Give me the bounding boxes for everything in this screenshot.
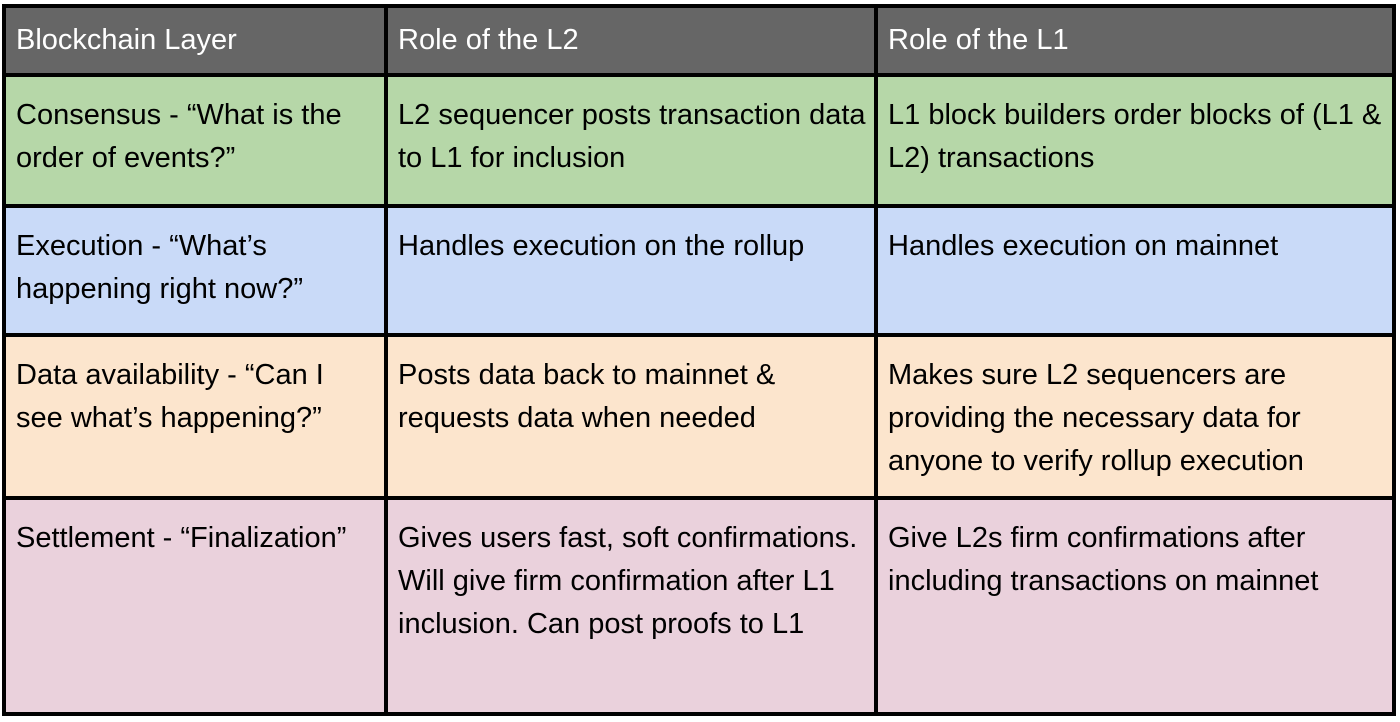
settlement-l2-role-cell: Gives users fast, soft confirmations. Wi… [384, 496, 878, 716]
execution-layer-cell: Execution - “What’s happening right now?… [2, 204, 388, 337]
blockchain-layers-table-container: Blockchain Layer Role of the L2 Role of … [2, 4, 1396, 716]
table-row-settlement: Settlement - “Finalization” Gives users … [2, 496, 1396, 716]
blockchain-layers-table: Blockchain Layer Role of the L2 Role of … [2, 4, 1396, 716]
execution-l2-role-cell: Handles execution on the rollup [384, 204, 878, 337]
consensus-l1-role-cell: L1 block builders order blocks of (L1 & … [874, 73, 1396, 208]
data-availability-layer-cell: Data availability - “Can I see what’s ha… [2, 333, 388, 500]
consensus-layer-cell: Consensus - “What is the order of events… [2, 73, 388, 208]
table-row-consensus: Consensus - “What is the order of events… [2, 73, 1396, 208]
data-availability-l1-role-cell: Makes sure L2 sequencers are providing t… [874, 333, 1396, 500]
table-header-row: Blockchain Layer Role of the L2 Role of … [2, 4, 1396, 77]
table-row-data-availability: Data availability - “Can I see what’s ha… [2, 333, 1396, 500]
table-row-execution: Execution - “What’s happening right now?… [2, 204, 1396, 337]
consensus-l2-role-cell: L2 sequencer posts transaction data to L… [384, 73, 878, 208]
execution-l1-role-cell: Handles execution on mainnet [874, 204, 1396, 337]
data-availability-l2-role-cell: Posts data back to mainnet & requests da… [384, 333, 878, 500]
settlement-l1-role-cell: Give L2s firm confirmations after includ… [874, 496, 1396, 716]
settlement-layer-cell: Settlement - “Finalization” [2, 496, 388, 716]
header-cell-role-of-l1: Role of the L1 [874, 4, 1396, 77]
header-cell-role-of-l2: Role of the L2 [384, 4, 878, 77]
header-cell-blockchain-layer: Blockchain Layer [2, 4, 388, 77]
